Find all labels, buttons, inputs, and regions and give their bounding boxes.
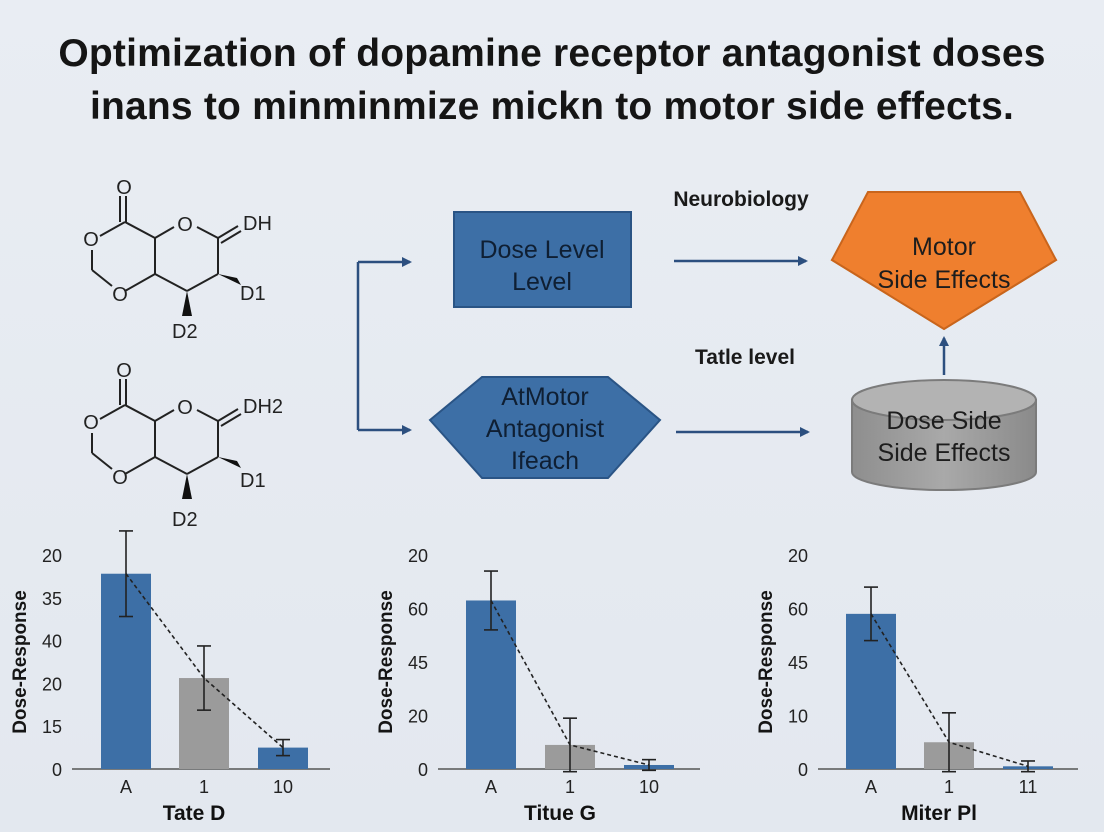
dose-side-effects-cylinder xyxy=(851,379,1037,491)
x-tick-label: 11 xyxy=(1019,777,1038,797)
cylinder-label-2: Side Effects xyxy=(878,439,1011,467)
neurobiology-label: Neurobiology xyxy=(673,188,809,211)
x-tick-label: 1 xyxy=(565,777,575,797)
antagonist-hexagon xyxy=(428,376,662,479)
motor-hexagon-shape xyxy=(830,191,1058,331)
y-tick-label: 60 xyxy=(788,600,808,620)
y-tick-label: 0 xyxy=(418,760,428,780)
y-tick-label: 45 xyxy=(408,653,428,673)
atom-label: DH2 xyxy=(243,396,283,418)
molecule-bottom xyxy=(91,379,242,499)
atom-label: O xyxy=(83,229,99,251)
y-tick-label: 20 xyxy=(408,546,428,566)
antagonist-label-1: AtMotor xyxy=(501,383,589,411)
trend-line xyxy=(870,613,1029,768)
y-tick-label: 0 xyxy=(798,760,808,780)
x-tick-label: 10 xyxy=(273,777,293,797)
y-tick-label: 60 xyxy=(408,600,428,620)
trend-line xyxy=(490,600,650,766)
x-tick-label: A xyxy=(485,777,497,797)
page-title-line-2: inans to minminmize mickn to motor side … xyxy=(89,85,1015,128)
error-bar xyxy=(197,645,211,711)
y-tick-label: 20 xyxy=(408,707,428,727)
atom-label: D1 xyxy=(240,470,266,492)
x-tick-label: A xyxy=(120,777,132,797)
x-tick-label: 1 xyxy=(199,777,209,797)
chart-title: Tate D xyxy=(163,802,226,825)
tatle-level-label: Tatle level xyxy=(695,346,795,369)
y-tick-label: 10 xyxy=(788,707,808,727)
chart-title: Titue G xyxy=(524,802,596,825)
error-bar xyxy=(276,738,290,757)
atom-label: D2 xyxy=(172,509,198,531)
page-title-line-1: Optimization of dopamine receptor antago… xyxy=(58,32,1046,75)
dose-level-label-2: Level xyxy=(512,268,572,296)
y-tick-label: 45 xyxy=(788,653,808,673)
atom-label: O xyxy=(116,360,132,382)
cylinder-label-1: Dose Side xyxy=(886,407,1001,435)
y-axis-label: Dose-Response xyxy=(756,590,777,734)
motor-label-2: Side Effects xyxy=(878,266,1011,294)
motor-label-1: Motor xyxy=(912,233,976,261)
bar-10 xyxy=(258,747,308,769)
error-bar xyxy=(642,758,656,772)
dose-level-label-1: Dose Level xyxy=(479,236,604,264)
antagonist-label-3: Ifeach xyxy=(511,447,579,475)
atom-label: DH xyxy=(243,213,272,235)
y-axis-label: Dose-Response xyxy=(376,590,397,734)
y-tick-label: 15 xyxy=(42,717,62,737)
atom-label: O xyxy=(177,214,193,236)
antagonist-label-2: Antagonist xyxy=(486,415,604,443)
y-tick-label: 0 xyxy=(52,760,62,780)
atom-label: O xyxy=(83,412,99,434)
atom-label: D2 xyxy=(172,321,198,343)
x-tick-label: 1 xyxy=(944,777,954,797)
dose-level-box xyxy=(453,211,632,308)
atom-label: O xyxy=(177,397,193,419)
y-tick-label: 20 xyxy=(42,674,62,694)
y-tick-label: 20 xyxy=(788,546,808,566)
molecule-top xyxy=(91,196,242,316)
y-tick-label: 20 xyxy=(42,546,62,566)
atom-label: O xyxy=(112,467,128,489)
y-tick-label: 35 xyxy=(42,589,62,609)
atom-label: D1 xyxy=(240,283,266,305)
trend-line xyxy=(125,573,284,749)
atom-label: O xyxy=(116,177,132,199)
atom-label: O xyxy=(112,284,128,306)
y-axis-label: Dose-Response xyxy=(10,590,31,734)
y-tick-label: 40 xyxy=(42,632,62,652)
x-tick-label: A xyxy=(865,777,877,797)
x-tick-label: 10 xyxy=(639,777,659,797)
chart-title: Miter Pl xyxy=(901,802,977,825)
